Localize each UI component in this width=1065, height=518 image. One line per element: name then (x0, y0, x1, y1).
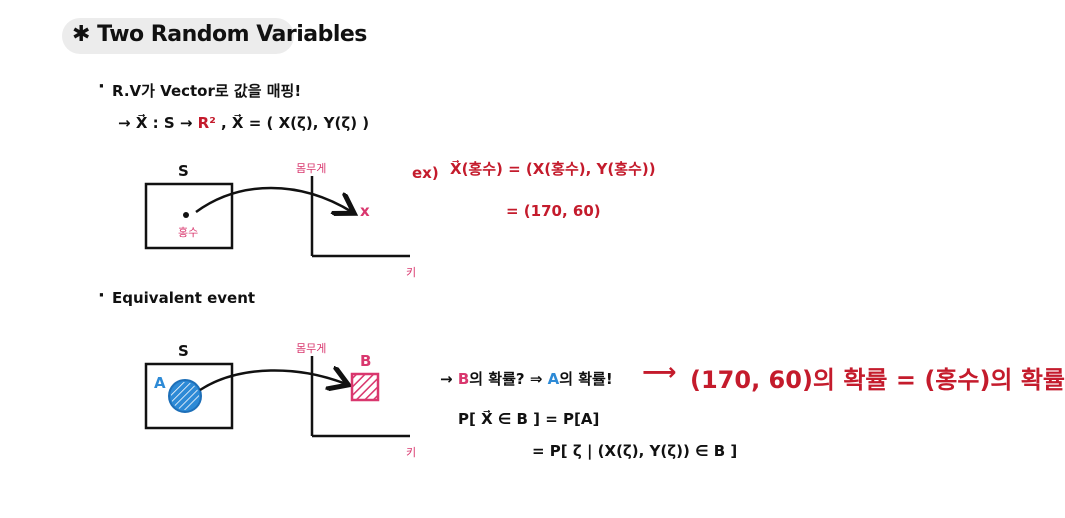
mapping-arrow-1 (195, 186, 352, 212)
example-prefix: ex) (412, 164, 439, 182)
vector-map: X⃗ : S → (135, 114, 198, 132)
vector-definition: → X⃗ : S → R² , X⃗ = ( X(ζ), Y(ζ) ) (118, 114, 369, 132)
question-b: B (457, 370, 470, 388)
set-s-label-2: S (178, 342, 189, 360)
region-b (350, 372, 380, 402)
arrow-right-icon: → (118, 114, 131, 132)
rv-mapping-line: R.V가 Vector로 값을 매핑! (112, 82, 302, 100)
arrow-right-icon: → (440, 370, 453, 388)
bullet-2: · (98, 285, 105, 306)
equation-line-1: P[ X⃗ ∈ B ] = P[A] (458, 410, 600, 428)
title-highlight (62, 18, 294, 54)
r-squared: R² (197, 114, 216, 132)
double-arrow-icon: ⇒ (529, 370, 543, 388)
question-part-1: 의 확률? (469, 370, 525, 388)
region-a-hatch (171, 382, 199, 410)
page-title: ✱ Two Random Variables (72, 22, 367, 47)
bullet-1: · (98, 76, 105, 97)
y-axis-label-1: 몸무게 (296, 162, 327, 175)
sample-point (183, 212, 189, 218)
equation-line-2: = P[ ζ | (X(ζ), Y(ζ)) ∈ B ] (532, 442, 738, 460)
x-axis-label-2: 키 (406, 446, 417, 459)
target-point-mark: x (360, 202, 370, 220)
probability-question: → B의 확률? ⇒ A의 확률! (440, 368, 613, 389)
x-axis-label-1: 키 (406, 266, 417, 279)
title-star-icon: ✱ (72, 22, 90, 47)
y-axis-label-2: 몸무게 (296, 342, 327, 355)
example-line-1: X⃗(홍수) = (X(홍수), Y(홍수)) (450, 160, 656, 178)
example-line-2: = (170, 60) (506, 202, 601, 220)
long-arrow-icon: ⟶ (642, 358, 677, 386)
question-a: A (547, 370, 560, 388)
probability-equality: (170, 60)의 확률 = (홍수)의 확률 (690, 366, 1065, 394)
question-part-2: 의 확률! (559, 370, 613, 388)
vector-components: , X⃗ = ( X(ζ), Y(ζ) ) (221, 114, 370, 132)
title-text: Two Random Variables (97, 22, 367, 47)
set-s-box-1 (144, 182, 234, 250)
region-a-label: A (154, 374, 166, 392)
equivalent-event-heading: Equivalent event (112, 289, 256, 307)
region-b-label: B (360, 352, 372, 370)
set-s-label-1: S (178, 162, 189, 180)
point-label-hongsu: 홍수 (178, 226, 199, 239)
mapping-arrow-2 (199, 370, 346, 390)
set-s-box-2 (144, 362, 234, 430)
